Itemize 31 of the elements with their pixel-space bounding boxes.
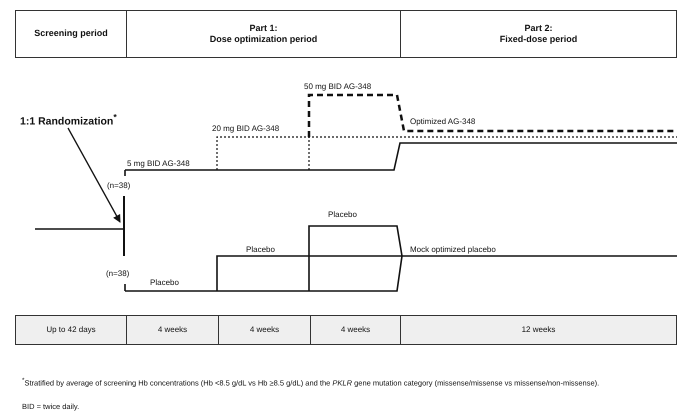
period-text: Screening period [34, 28, 108, 40]
period-text: 12 weeks [522, 325, 556, 335]
period-text: Fixed-dose period [500, 34, 578, 46]
period-text: 4 weeks [340, 325, 370, 335]
arm-label: Placebo [246, 245, 275, 256]
arm-label: Placebo [150, 278, 179, 288]
duration-cell [310, 315, 401, 345]
period-header-cell [400, 10, 677, 58]
period-title: Part 1: [249, 22, 278, 34]
arm-label: (n=38) [107, 181, 130, 192]
arm-label: (n=38) [106, 269, 130, 280]
duration-cell [218, 315, 311, 345]
period-text: Dose optimization period [210, 34, 318, 46]
arm-label: 50 mg BID AG-348 [304, 82, 372, 92]
randomization-label: 1:1 Randomization$^{*}$ [20, 112, 117, 128]
duration-cell [400, 315, 677, 345]
period-text: 4 weeks [158, 325, 188, 335]
arm-label: Optimized AG-348 [410, 117, 476, 128]
arm-label: Placebo [328, 210, 357, 220]
period-header-cell [126, 10, 401, 58]
period-title: Part 2: [524, 22, 552, 34]
arm-label: 5 mg BID AG-348 [127, 159, 190, 170]
period-text: Up to 42 days [46, 325, 96, 335]
duration-cell [15, 315, 127, 345]
arm-label: 20 mg BID AG-348 [212, 124, 280, 134]
randomization-split-line [123, 196, 127, 256]
period-header-cell [15, 10, 127, 58]
arm-label: Mock optimized placebo [410, 245, 496, 256]
duration-cell [126, 315, 219, 345]
arrow [67, 128, 121, 223]
period-text: 4 weeks [250, 325, 280, 335]
